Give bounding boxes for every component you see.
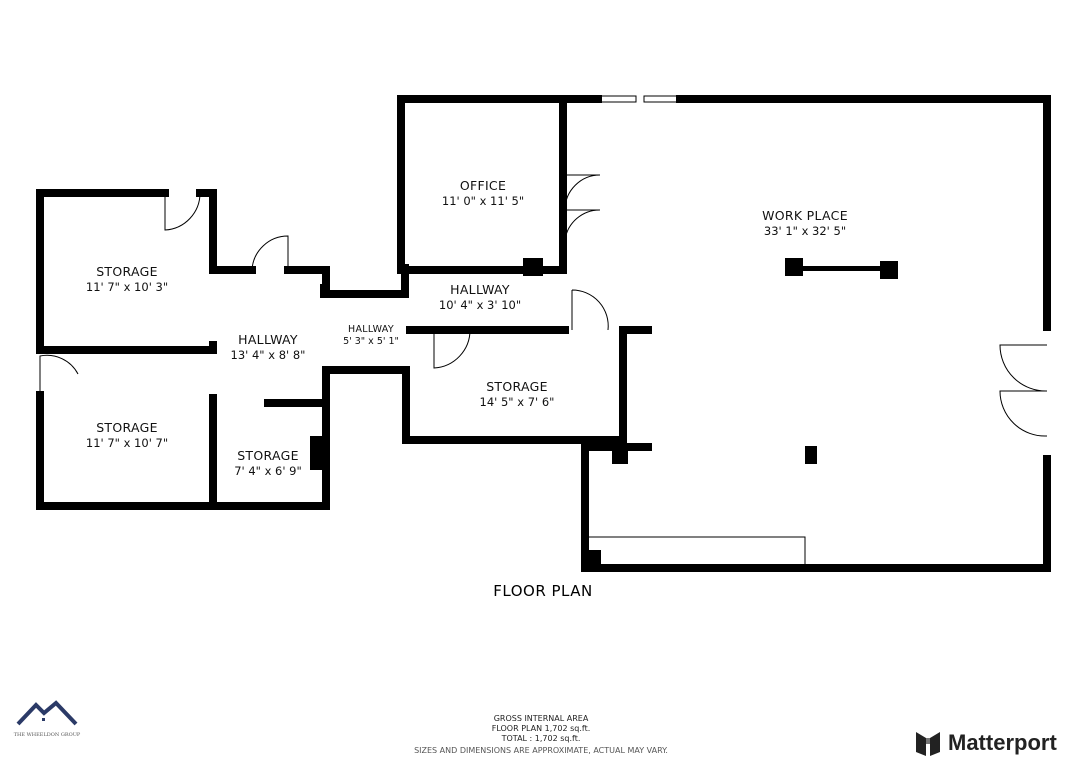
room-dims: 10' 4" x 3' 10" — [438, 297, 522, 312]
room-name: STORAGE — [96, 420, 158, 435]
room-dims: 7' 4" x 6' 9" — [234, 463, 302, 478]
matterport-brand: Matterport — [914, 730, 1057, 756]
area-disclaimer: SIZES AND DIMENSIONS ARE APPROXIMATE, AC… — [414, 746, 668, 755]
room-dims: 11' 0" x 11' 5" — [441, 193, 525, 208]
area-heading: GROSS INTERNAL AREA — [493, 714, 589, 723]
area-total: TOTAL : 1,702 sq.ft. — [501, 734, 581, 743]
floor-plan-title: FLOOR PLAN — [493, 582, 593, 600]
house-roof-icon — [16, 700, 78, 726]
room-name: HALLWAY — [238, 332, 298, 347]
room-name: WORK PLACE — [762, 208, 848, 223]
room-name: HALLWAY — [450, 282, 510, 297]
logo-text: THE WHEELDON GROUP — [13, 732, 81, 738]
room-name: STORAGE — [96, 264, 158, 279]
room-dims: 11' 7" x 10' 3" — [85, 279, 169, 294]
room-name: STORAGE — [237, 448, 299, 463]
room-dims: 33' 1" x 32' 5" — [763, 223, 847, 238]
room-name: OFFICE — [459, 178, 507, 193]
area-summary: GROSS INTERNAL AREA FLOOR PLAN 1,702 sq.… — [414, 714, 668, 756]
columns — [310, 258, 898, 570]
room-dims: 5' 3" x 5' 1" — [343, 335, 399, 347]
room-dims: 13' 4" x 8' 8" — [230, 347, 306, 362]
area-floor-plan: FLOOR PLAN 1,702 sq.ft. — [491, 724, 591, 733]
matterport-logo-icon — [916, 732, 940, 756]
company-logo: THE WHEELDON GROUP — [12, 700, 82, 738]
room-dims: 14' 5" x 7' 6" — [479, 394, 555, 409]
room-dims: 11' 7" x 10' 7" — [85, 435, 169, 450]
walls — [36, 95, 1051, 572]
room-name: HALLWAY — [348, 324, 394, 335]
brand-name: Matterport — [948, 730, 1057, 755]
room-name: STORAGE — [486, 379, 548, 394]
windows-and-doors — [39, 95, 1051, 569]
